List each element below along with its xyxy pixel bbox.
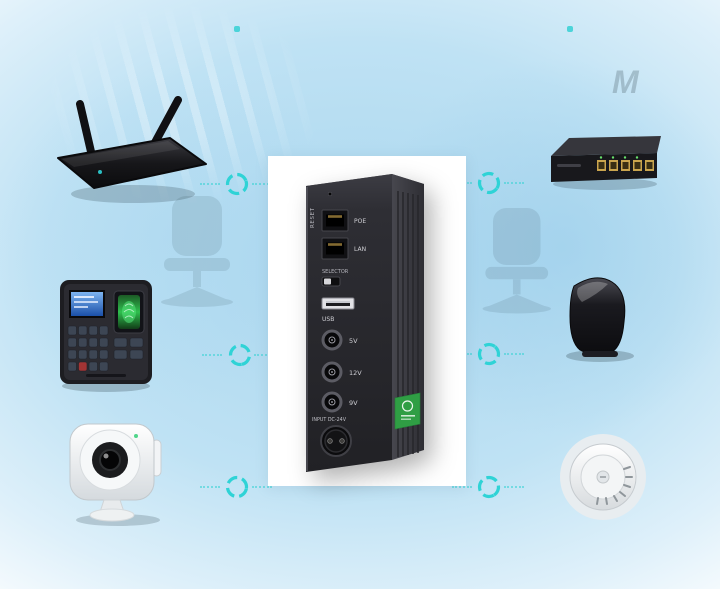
connector-ring-icon [477, 475, 501, 499]
dc-12v-jack: 12V [321, 361, 362, 383]
office-chair-right [482, 208, 551, 314]
ups-front-panel: RESET POE LAN SELECTOR [310, 191, 366, 457]
ethernet-switch-image [551, 136, 661, 190]
camera-led [134, 434, 138, 438]
switch-top-face [551, 136, 661, 156]
lan-port: LAN [321, 237, 366, 260]
dotted-connector-line [504, 353, 524, 355]
dotted-connector-line [252, 486, 272, 488]
dotted-connector-line [504, 486, 524, 488]
input-label: INPUT DC-24V [312, 417, 347, 423]
poe-label: POE [354, 218, 366, 225]
dotted-connector-line [252, 183, 272, 185]
connector-ring-icon [228, 343, 252, 367]
power-input-socket: INPUT DC-24V [312, 417, 352, 457]
terminal-screen [69, 290, 105, 318]
selector-switch: SELECTOR [321, 269, 349, 287]
dc-9v-jack: 9V [321, 391, 358, 413]
camera-lens [99, 449, 121, 471]
dotted-connector-line [452, 486, 472, 488]
switch-logo-area [557, 164, 581, 167]
switch-ports [597, 160, 654, 171]
dc-12v-label: 12V [349, 369, 362, 377]
connector-ring-icon [225, 172, 249, 196]
dotted-connector-line [254, 354, 274, 356]
dotted-connector-line [202, 354, 222, 356]
dotted-connector-line [200, 183, 220, 185]
camera-base [89, 508, 135, 522]
connector-ring-icon [225, 475, 249, 499]
office-chair-left [161, 196, 233, 307]
teal-dot [234, 26, 240, 32]
reset-hole [327, 191, 333, 197]
router-shadow [71, 185, 195, 203]
selector-label: SELECTOR [322, 269, 349, 275]
router-led [98, 170, 102, 174]
cable-modem-image [566, 277, 634, 362]
switch-shadow [553, 178, 657, 190]
detector-vents [596, 466, 633, 505]
dc-9v-label: 9V [349, 399, 358, 407]
usb-label: USB [322, 316, 334, 323]
dotted-connector-line [504, 182, 524, 184]
router-body [57, 137, 207, 189]
modem-gloss [577, 281, 608, 302]
terminal-keypad [67, 325, 144, 372]
dc-5v-label: 5V [349, 337, 358, 345]
mini-ups-image: RESET POE LAN SELECTOR [306, 174, 424, 472]
switch-leds [599, 156, 639, 159]
smoke-detector-image [560, 434, 646, 520]
teal-dot [567, 26, 573, 32]
lan-label: LAN [354, 246, 366, 253]
modem-base [582, 351, 618, 357]
router-top-highlight [62, 141, 180, 167]
ip-camera-image [69, 423, 162, 526]
wifi-router-image [57, 96, 207, 203]
camera-lens-highlight [103, 453, 109, 459]
reset-label: RESET [310, 207, 316, 228]
dc-5v-jack: 5V [321, 329, 358, 351]
fingerprint-terminal-image [60, 280, 152, 392]
terminal-speaker-slot [86, 374, 126, 377]
watermark-logo: M [612, 64, 640, 100]
fingerprint-sensor [113, 290, 145, 334]
poe-port: POE [321, 209, 366, 232]
usb-port: USB [321, 297, 355, 323]
connector-ring-icon [477, 342, 501, 366]
connector-ring-icon [477, 171, 501, 195]
recycle-icon [401, 400, 415, 420]
dotted-connector-line [200, 486, 220, 488]
detector-center-slot [600, 476, 606, 478]
